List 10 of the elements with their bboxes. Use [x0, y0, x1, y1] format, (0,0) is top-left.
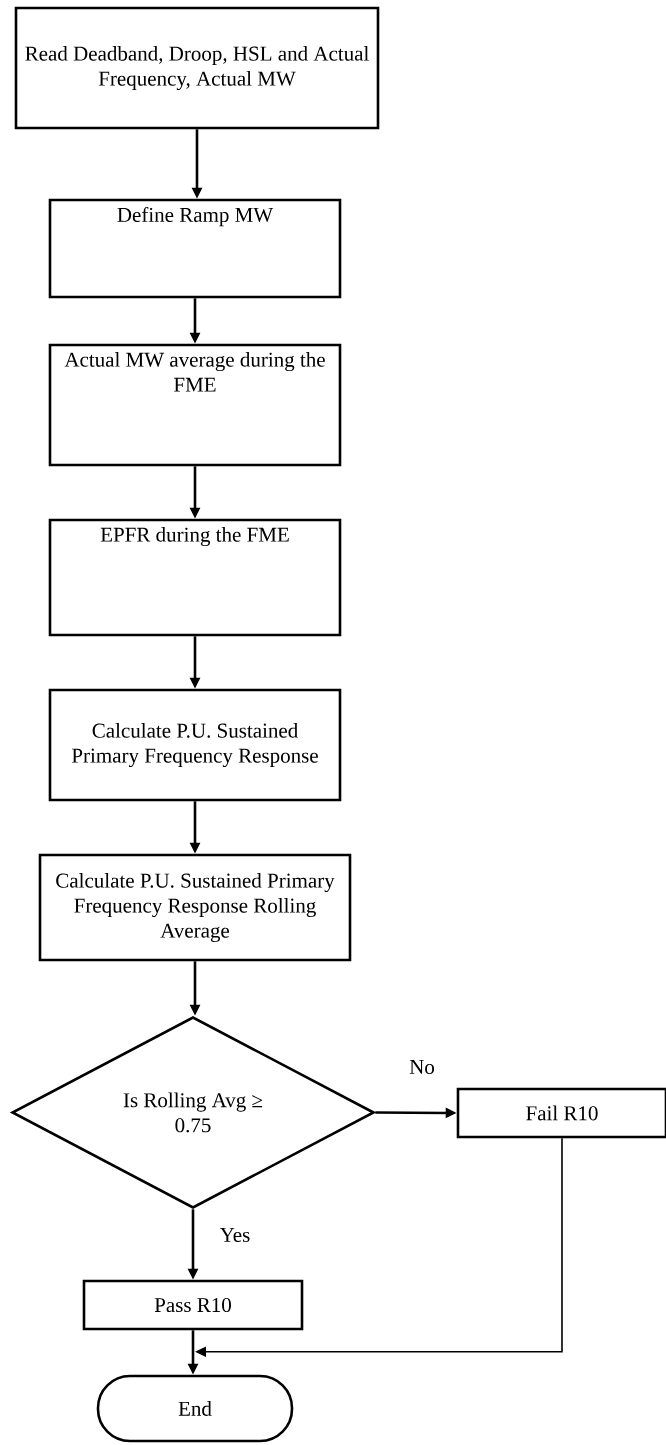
process-box: EPFR during the FME	[48, 518, 342, 637]
edge-label: No	[409, 1060, 435, 1074]
edge-label: Yes	[219, 1228, 250, 1242]
process-box: Calculate P.U. Sustained Primary Frequency Response	[48, 688, 342, 802]
process-box: Pass R10	[82, 1279, 304, 1331]
process-box: Actual MW average during the FME	[48, 343, 342, 467]
process-box: Read Deadband, Droop, HSL and Actual Frequency, Actual MW	[14, 6, 380, 130]
process-box: Calculate P.U. Sustained Primary Frequency Response Rolling Average	[38, 853, 352, 962]
process-box: Fail R10	[456, 1087, 666, 1139]
process-box: Define Ramp MW	[48, 198, 342, 299]
